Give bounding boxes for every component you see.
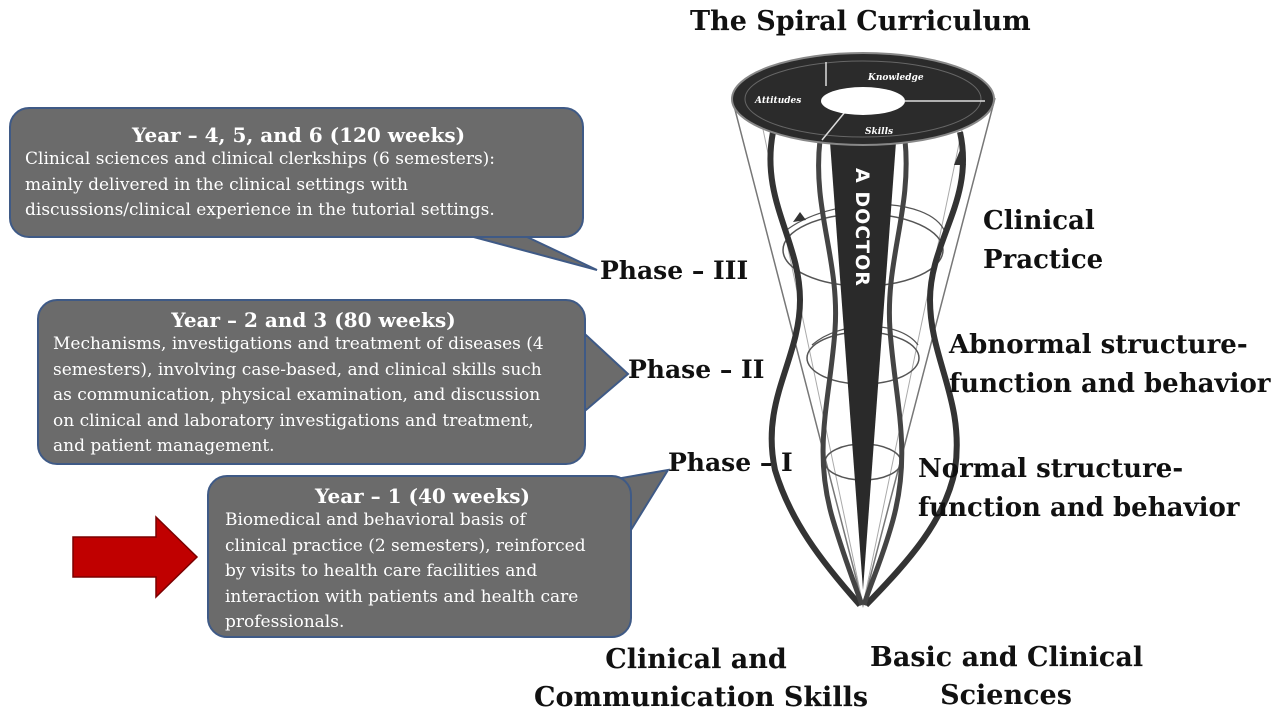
phase-1-label: Phase – I <box>668 448 793 477</box>
label-line: Abnormal structure- <box>949 326 1270 365</box>
callout-heading: Year – 2 and 3 (80 weeks) <box>53 308 574 332</box>
callout-line: on clinical and laboratory investigation… <box>53 409 574 435</box>
label-line: Basic and Clinical <box>870 639 1142 677</box>
basic-clinical-sciences-label: Basic and Clinical Sciences <box>870 639 1142 715</box>
abnormal-structure-label: Abnormal structure- function and behavio… <box>949 326 1270 404</box>
label-line: Communication Skills <box>534 679 858 717</box>
callout-heading: Year – 1 (40 weeks) <box>225 484 620 508</box>
label-line: function and behavior <box>949 365 1270 404</box>
label-line: function and behavior <box>918 489 1239 528</box>
callout-line: by visits to health care facilities and <box>225 559 620 585</box>
callout-line: Clinical sciences and clinical clerkship… <box>25 147 572 173</box>
callout-heading: Year – 4, 5, and 6 (120 weeks) <box>25 123 572 147</box>
callout-year-1: Year – 1 (40 weeks) Biomedical and behav… <box>207 475 632 638</box>
label-line: Practice <box>983 241 1103 280</box>
center-label: A DOCTOR <box>851 168 873 287</box>
ring-label-knowledge: Knowledge <box>867 73 924 83</box>
phase-3-label: Phase – III <box>600 256 748 285</box>
diagram-title: The Spiral Curriculum <box>690 6 1031 37</box>
clinical-practice-label: Clinical Practice <box>983 202 1103 280</box>
bubble1-tail <box>470 236 597 270</box>
callout-line: as communication, physical examination, … <box>53 383 574 409</box>
phase-2-label: Phase – II <box>628 355 764 384</box>
callout-line: clinical practice (2 semesters), reinfor… <box>225 534 620 560</box>
callout-line: professionals. <box>225 610 620 636</box>
callout-years-2-3: Year – 2 and 3 (80 weeks) Mechanisms, in… <box>37 299 586 465</box>
clinical-communication-skills-label: Clinical and Communication Skills <box>534 641 858 717</box>
callout-years-4-5-6: Year – 4, 5, and 6 (120 weeks) Clinical … <box>9 107 584 238</box>
ring-label-attitudes: Attitudes <box>754 96 801 106</box>
bubble2-tail <box>586 335 628 410</box>
callout-line: semesters), involving case-based, and cl… <box>53 358 574 384</box>
callout-line: interaction with patients and health car… <box>225 585 620 611</box>
label-line: Sciences <box>870 677 1142 715</box>
label-line: Normal structure- <box>918 450 1239 489</box>
normal-structure-label: Normal structure- function and behavior <box>918 450 1239 528</box>
label-line: Clinical <box>983 202 1103 241</box>
callout-line: and patient management. <box>53 434 574 460</box>
red-arrow-icon <box>73 517 197 597</box>
callout-line: discussions/clinical experience in the t… <box>25 198 572 224</box>
callout-line: Biomedical and behavioral basis of <box>225 508 620 534</box>
callout-line: mainly delivered in the clinical setting… <box>25 173 572 199</box>
label-line: Clinical and <box>534 641 858 679</box>
callout-line: Mechanisms, investigations and treatment… <box>53 332 574 358</box>
ring-label-skills: Skills <box>865 127 893 137</box>
